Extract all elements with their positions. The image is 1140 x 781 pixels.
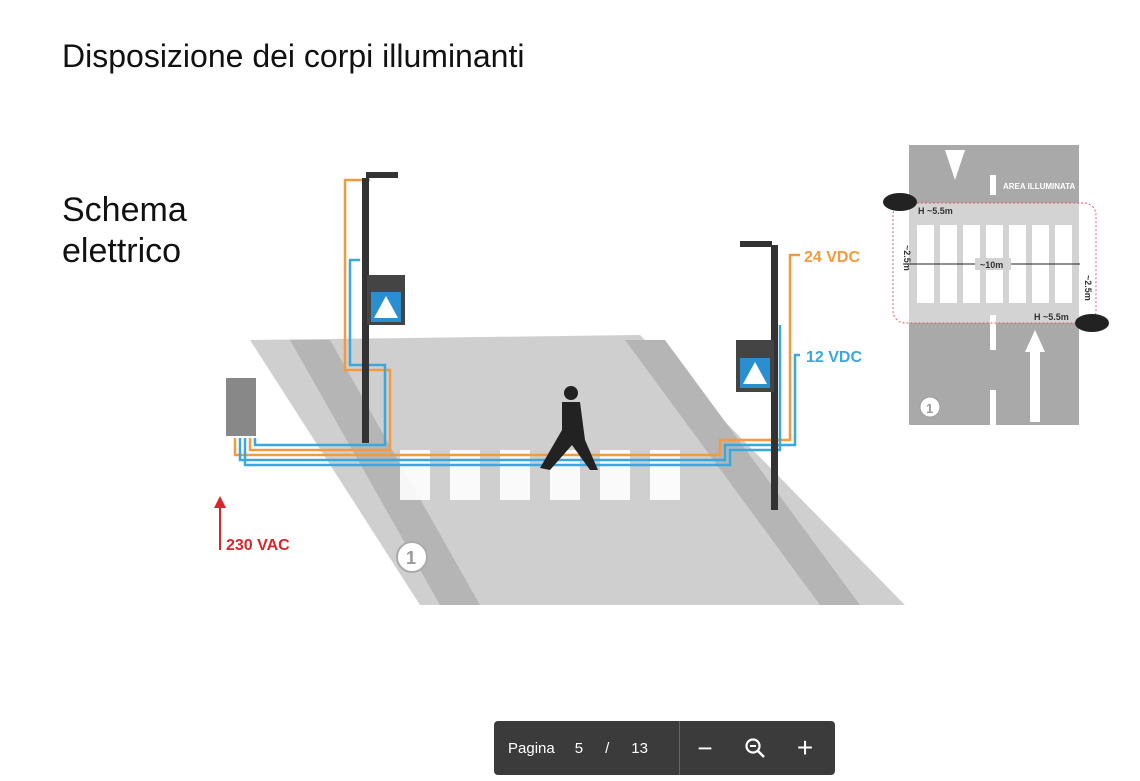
current-page-input[interactable]: 5 bbox=[574, 739, 584, 757]
label-230vac: 230 VAC bbox=[226, 537, 290, 554]
luminaire-icon bbox=[883, 193, 917, 211]
inset-area-label: AREA ILLUMINATA bbox=[1003, 182, 1076, 191]
crosswalk bbox=[400, 450, 680, 500]
label-12vdc: 12 VDC bbox=[806, 349, 862, 366]
magnifier-icon bbox=[745, 738, 765, 758]
minus-icon: − bbox=[697, 732, 713, 763]
page-label: Pagina bbox=[508, 739, 555, 757]
crossing-sign-right bbox=[736, 340, 774, 392]
arrow-up-icon bbox=[214, 496, 226, 508]
electrical-diagram: 24 VDC 12 VDC 230 VAC 1 AREA ILLUMINATA … bbox=[214, 145, 1109, 605]
cables bbox=[233, 178, 800, 467]
pole-right bbox=[771, 245, 778, 510]
inset-offset-left: ~2.5m bbox=[902, 245, 912, 271]
luminaire-icon bbox=[1075, 314, 1109, 332]
zoom-in-button[interactable]: + bbox=[780, 721, 830, 775]
pole-left bbox=[362, 178, 369, 443]
inset-height-top: H ~5.5m bbox=[918, 206, 953, 216]
pedestrian-icon bbox=[540, 386, 598, 470]
page-title: Disposizione dei corpi illuminanti bbox=[62, 38, 525, 74]
crossing-sign-left bbox=[367, 275, 405, 325]
zoom-reset-button[interactable] bbox=[730, 721, 780, 775]
plus-icon: + bbox=[796, 732, 814, 763]
inset-offset-right: ~2.5m bbox=[1083, 275, 1093, 301]
pdf-toolbar: Pagina 5 / 13 − + bbox=[494, 721, 835, 775]
total-pages: 13 bbox=[631, 739, 648, 757]
page-separator: / bbox=[605, 739, 610, 757]
page-subtitle: Schema elettrico bbox=[62, 191, 187, 270]
page-indicator: Pagina 5 / 13 bbox=[494, 721, 680, 775]
label-24vdc: 24 VDC bbox=[804, 249, 860, 266]
inset-width: ~10m bbox=[980, 260, 1003, 270]
inset-height-bottom: H ~5.5m bbox=[1034, 312, 1069, 322]
inset-plan: AREA ILLUMINATA H ~5.5m H ~5.5m ~10m ~2.… bbox=[883, 145, 1109, 425]
control-cabinet bbox=[226, 378, 256, 436]
inset-zone-number: 1 bbox=[926, 401, 933, 416]
zone-number: 1 bbox=[406, 548, 416, 568]
zoom-out-button[interactable]: − bbox=[680, 721, 730, 775]
